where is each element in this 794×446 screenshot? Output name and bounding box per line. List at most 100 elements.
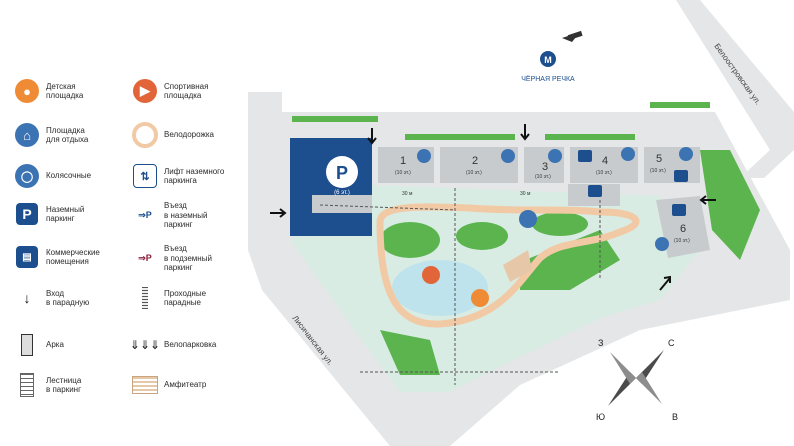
building-floors: (10 эт.) (395, 170, 411, 176)
legend-label: Коммерческие помещения (46, 247, 100, 267)
legend-item-amph: Амфитеатр (132, 372, 206, 398)
legend-label: Велодорожка (164, 130, 214, 140)
legend-label: Площадка для отдыха (46, 125, 89, 145)
playground-icon (471, 289, 489, 307)
building-floors: (10 эт.) (596, 170, 612, 176)
entry-ground-parking-icon: ⇒P (138, 209, 152, 220)
sport-icon: ▶ (132, 78, 158, 104)
legend-label: Велопарковка (164, 340, 217, 350)
compass-south: Ю (596, 412, 605, 422)
green-lawn (520, 230, 620, 290)
pond (392, 260, 488, 316)
compass-east: В (672, 412, 678, 422)
amphitheater-icon (132, 372, 158, 398)
sport-icon (422, 266, 440, 284)
shop-icon (578, 150, 592, 162)
distance-label: 30 м (402, 191, 413, 197)
building-floors: (10 эт.) (535, 174, 551, 180)
building-number: 6 (680, 223, 686, 235)
building-number: 4 (602, 155, 608, 167)
legend-item-bikepark: ⇓⇓⇓Велопарковка (130, 332, 217, 358)
arrow-down-icon: ↓ (23, 290, 31, 306)
legend-label: Лестница в паркинг (46, 375, 82, 395)
metro-logo: М (544, 55, 552, 65)
compass-west: З (598, 338, 603, 348)
distance-label: 30 м (520, 191, 531, 197)
shop-icon (588, 185, 602, 197)
legend-item-rest: ⌂ Площадка для отдыха (14, 122, 88, 148)
building-number: 1 (400, 155, 406, 167)
legend-label: Наземный паркинг (46, 204, 85, 224)
stairs-icon (14, 372, 40, 398)
elevator-icon: ⇅ (132, 163, 158, 189)
legend-item-passage: Проходные парадные (132, 285, 206, 311)
entrance-arrow-icon (270, 208, 287, 218)
entrance-arrow-icon (699, 195, 716, 205)
stroller-icon (679, 147, 693, 161)
legend-label: Колясочные (46, 171, 92, 181)
green-lawn (380, 222, 440, 258)
parking-ramp (312, 195, 372, 213)
stroller-icon (621, 147, 635, 161)
parking-floors: (6 эт.) (334, 190, 350, 196)
rest-area-icon: ⌂ (14, 122, 40, 148)
legend-label: Вход в парадную (46, 288, 90, 308)
entrance-arrow-icon (520, 124, 530, 141)
legend-label: Въезд в наземный паркинг (164, 201, 208, 229)
legend-label: Въезд в подземный паркинг (164, 244, 212, 272)
stroller-icon (501, 149, 515, 163)
building-number: 2 (472, 155, 478, 167)
shop-icon (674, 170, 688, 182)
arch-icon (14, 332, 40, 358)
legend-item-entry_ground: ⇒P Въезд в наземный паркинг (132, 201, 207, 230)
green-lawn (380, 330, 440, 375)
stroller-icon (548, 149, 562, 163)
bike-path (376, 203, 640, 328)
metro-station-name: ЧЁРНАЯ РЕЧКА (521, 75, 575, 83)
legend-label: Спортивная площадка (164, 81, 209, 101)
entry-underground-parking-icon: ⇒P (138, 252, 152, 263)
compass-north: С (668, 338, 675, 348)
playground-icon: ● (14, 78, 40, 104)
legend: ●Детская площадка ⌂ Площадка для отдыха ◯ Ко… (0, 0, 260, 446)
shop-icon: ▤ (14, 244, 40, 270)
legend-item-entrance: ↓ Вход в парадную (14, 285, 90, 311)
green-strip (405, 134, 515, 140)
building-number: 3 (542, 161, 548, 173)
entrance-arrow-icon (367, 128, 377, 145)
green-strip (292, 116, 378, 122)
metro-logo-icon (540, 51, 556, 67)
green-lawn (456, 222, 508, 250)
compass-rose-icon (608, 350, 664, 406)
walkway (319, 188, 601, 385)
building-floors: (10 эт.) (674, 238, 690, 244)
green-area (700, 150, 760, 260)
street-belostrovskaya (676, 0, 794, 178)
legend-label: Арка (46, 340, 64, 350)
stroller-icon (655, 237, 669, 251)
rest-area-icon (519, 210, 537, 228)
amphitheater (503, 250, 532, 282)
legend-item-sport: ▶ Спортивная площадка (132, 78, 208, 104)
building-number: 5 (656, 153, 662, 165)
stroller-icon: ◯ (14, 163, 40, 189)
metro-direction-arrow-icon (562, 30, 583, 42)
legend-label: Амфитеатр (164, 380, 207, 390)
stroller-icon (417, 149, 431, 163)
passage-icon (132, 285, 158, 311)
legend-item-lift: ⇅Лифт наземного паркинга (132, 163, 224, 189)
building-floors: (10 эт.) (650, 168, 666, 174)
green-strip (650, 102, 710, 108)
legend-item-commercial: ▤ Коммерческие помещения (14, 244, 100, 270)
green-lawn (532, 212, 588, 236)
building-6 (656, 196, 710, 258)
bike-path-icon (132, 122, 158, 148)
green-strip (545, 134, 635, 140)
building-floors: (10 эт.) (466, 170, 482, 176)
legend-item-kids: ●Детская площадка (14, 78, 83, 104)
legend-item-parking: P Наземный паркинг (14, 201, 84, 227)
parking-garage (290, 138, 372, 236)
parking-icon: P (14, 201, 40, 227)
legend-item-stairs: Лестница в паркинг (14, 372, 81, 398)
